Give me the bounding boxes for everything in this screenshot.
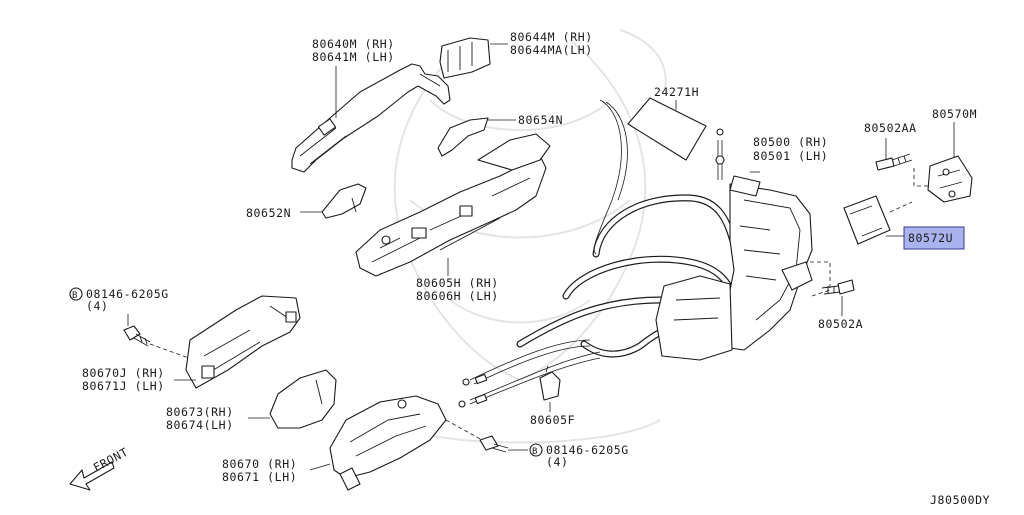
inside-handle[interactable] <box>329 395 447 491</box>
handle-grip[interactable] <box>439 37 491 79</box>
bolt-top[interactable]: B <box>69 287 151 347</box>
label-bolt-top-qty: (4) <box>86 299 109 313</box>
label-bracket-rh: 80605H (RH) <box>416 276 499 290</box>
label-shim: 80572U <box>908 231 953 245</box>
handle-bracket[interactable] <box>355 133 551 277</box>
highlight-box-shim[interactable] <box>903 226 965 250</box>
bolt-bottom[interactable]: B <box>479 435 543 457</box>
bolt-marker-bottom-text: B <box>532 447 537 457</box>
front-indicator: FRONT <box>69 445 131 491</box>
bolt-80502a[interactable] <box>821 279 855 295</box>
seal-24271h[interactable] <box>627 97 707 161</box>
gasket[interactable] <box>321 183 367 219</box>
label-seal: 24271H <box>654 85 699 99</box>
label-handle-outer-lh: 80641M (LH) <box>312 50 395 64</box>
outside-handle[interactable] <box>291 63 451 173</box>
label-inner-bracket-lh: 80671J (LH) <box>82 379 165 393</box>
bolt-marker-top-text: B <box>72 291 77 301</box>
label-bolt-bottom-qty: (4) <box>546 455 569 469</box>
label-lock-lh: 80501 (LH) <box>753 149 828 163</box>
label-bolt-top: 08146-6205G <box>86 287 169 301</box>
escutcheon[interactable] <box>437 117 489 157</box>
label-inner-bracket-rh: 80670J (RH) <box>82 366 165 380</box>
bolt-80502aa[interactable] <box>875 153 913 171</box>
label-handle-grip-rh: 80644M (RH) <box>510 30 593 44</box>
label-clip: 80605F <box>530 413 575 427</box>
bolt-marker-top <box>69 287 83 301</box>
inside-handle-bracket[interactable] <box>185 295 301 389</box>
label-gasket: 80652N <box>246 206 291 220</box>
label-escutcheon: 80654N <box>518 113 563 127</box>
label-inner-handle-rh: 80670 (RH) <box>222 457 297 471</box>
label-inner-cover-rh: 80673(RH) <box>166 405 234 419</box>
front-arrow-icon <box>69 461 115 491</box>
label-bolt-bottom: 08146-6205G <box>546 443 629 457</box>
label-striker: 80570M <box>932 107 977 121</box>
label-handle-outer-rh: 80640M (RH) <box>312 37 395 51</box>
cable-clip[interactable] <box>539 365 561 401</box>
label-bolt-aa: 80502AA <box>864 121 917 135</box>
bolt-marker-bottom <box>529 443 543 457</box>
label-bolt-a: 80502A <box>818 317 863 331</box>
striker-shim[interactable] <box>843 195 891 245</box>
label-inner-cover-lh: 80674(LH) <box>166 418 234 432</box>
diagram-code: J80500DY <box>930 493 990 507</box>
label-inner-handle-lh: 80671 (LH) <box>222 470 297 484</box>
label-bracket-lh: 80606H (LH) <box>416 289 499 303</box>
inside-handle-cover[interactable] <box>269 369 337 429</box>
door-lock-actuator[interactable] <box>655 175 813 361</box>
label-lock-rh: 80500 (RH) <box>753 135 828 149</box>
label-handle-grip-lh: 80644MA(LH) <box>510 43 593 57</box>
striker[interactable] <box>927 155 973 203</box>
